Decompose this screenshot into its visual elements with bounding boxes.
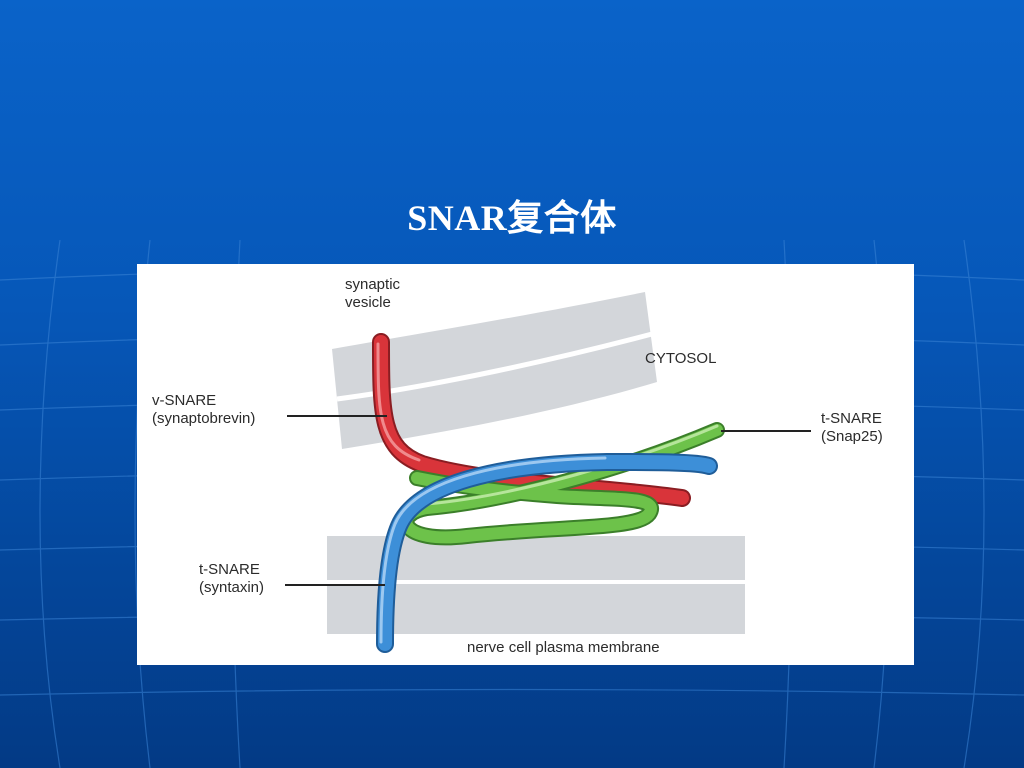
label-cytosol: CYTOSOL [645, 350, 717, 367]
label-t-snare-snap25: t-SNARE (Snap25) [821, 410, 883, 445]
snare-complex-figure: synaptic vesicle CYTOSOL v-SNARE (synapt… [137, 264, 914, 665]
label-synaptic-vesicle: synaptic vesicle [345, 276, 401, 311]
label-t-snare-syntaxin: t-SNARE (syntaxin) [199, 561, 265, 596]
syntaxin-protein [376, 452, 718, 653]
snare-complex-illustration [285, 292, 811, 653]
snap25-protein [398, 422, 725, 546]
label-v-snare: v-SNARE (synaptobrevin) [152, 392, 256, 427]
v-snare-protein [372, 333, 691, 507]
label-plasma-membrane: nerve cell plasma membrane [467, 639, 660, 656]
slide-title: SNAR复合体 [407, 198, 617, 238]
